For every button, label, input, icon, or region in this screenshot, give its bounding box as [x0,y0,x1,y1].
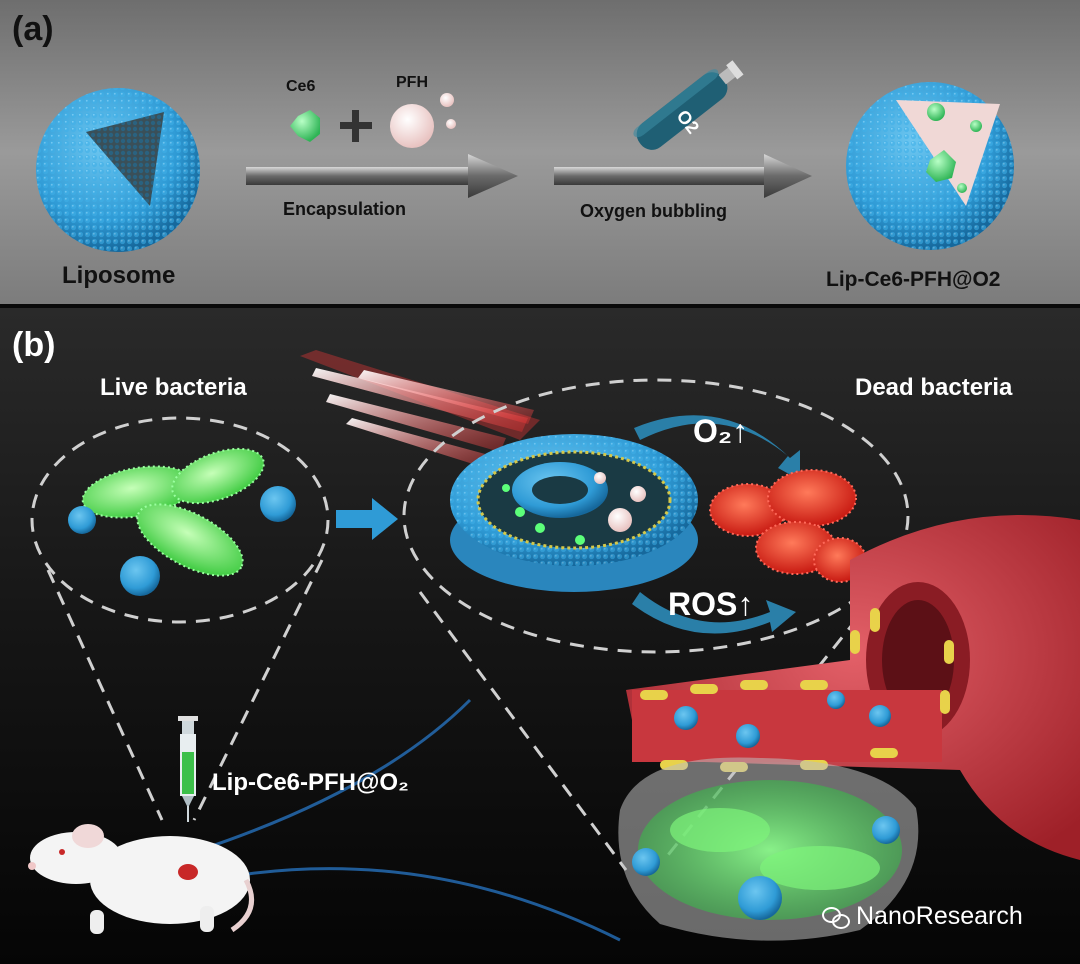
panel-a-label: (a) [12,10,54,48]
pfh-droplets [390,93,456,148]
arrow-right-icon [336,498,398,540]
infection-site [618,757,919,941]
watermark: NanoResearch [822,902,1023,931]
injected-formulation-label: Lip-Ce6-PFH@O₂ [212,769,409,796]
encapsulation-label: Encapsulation [283,199,407,219]
dead-bacteria [709,469,867,583]
ce6-label: Ce6 [286,78,316,95]
product-liposome-illustration [846,82,1014,250]
nanoparticle-cross-section [450,434,698,592]
arrow-right-icon [246,154,518,198]
o2-up-label: O₂↑ [693,413,749,449]
product-label: Lip-Ce6-PFH@O2 [826,268,1001,291]
ce6-molecule [290,110,320,142]
dead-bacteria-label: Dead bacteria [855,374,1013,401]
pfh-label: PFH [396,74,428,91]
panel-b-label: (b) [12,326,56,364]
oxygen-tank-icon: O2 [633,60,744,150]
wechat-icon [822,905,850,929]
liposome-label: Liposome [62,262,176,289]
live-bacteria [68,447,296,596]
watermark-text: NanoResearch [856,902,1023,930]
curved-arrows [632,415,800,634]
oxygen-bubbling-label: Oxygen bubbling [580,201,727,221]
syringe-icon [178,716,198,822]
light-streaks [199,698,621,942]
live-bacteria-label: Live bacteria [100,374,247,401]
ros-up-label: ROS↑ [668,586,754,622]
blood-vessel [626,515,1080,860]
liposome-illustration [36,88,200,252]
panel-divider [0,304,1080,308]
plus-sign [340,110,372,142]
mouse-icon [28,824,255,934]
arrow-right-icon [554,154,812,198]
live-bacteria-zoom [30,416,330,821]
